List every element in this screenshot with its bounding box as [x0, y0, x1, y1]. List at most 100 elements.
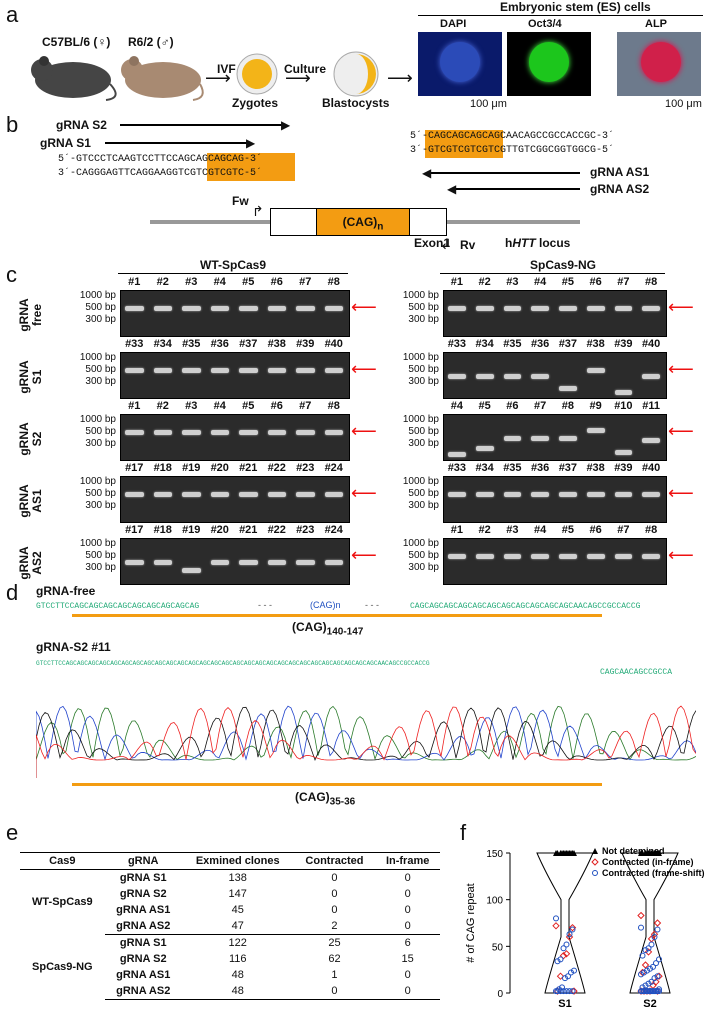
table-cell: 25 — [328, 937, 341, 949]
data-point — [563, 988, 570, 995]
lane-label: #11 — [642, 400, 660, 412]
table-cell: 0 — [375, 918, 440, 935]
lane-label: #4 — [213, 276, 226, 288]
data-point — [559, 850, 565, 856]
arrowhead-icon: ◀ — [447, 182, 457, 196]
size-marker: 300 bp — [85, 562, 116, 573]
gel-band — [475, 554, 494, 559]
seq-right-top: 5´-CAGCAGCAGCAGCAACAGCCGCCACCGC-3´ — [410, 131, 615, 142]
x-tick-label: S2 — [643, 998, 656, 1010]
gel-image — [443, 476, 667, 523]
data-point — [654, 926, 661, 933]
data-point — [645, 945, 652, 952]
blastocysts-label: Blastocysts — [322, 96, 390, 110]
d-free-repeat-label: (CAG) — [292, 620, 327, 634]
lane-label: #33 — [447, 338, 467, 350]
grna-as1-label: gRNA AS1 — [590, 165, 650, 179]
size-marker: 300 bp — [408, 376, 439, 387]
violin-shape — [536, 852, 594, 994]
gel-band — [503, 554, 522, 559]
dapi-label: DAPI — [440, 18, 467, 30]
table-cell: 0 — [331, 904, 338, 916]
y-tick-label: 0 — [497, 989, 503, 1000]
size-marker: 300 bp — [408, 562, 439, 573]
data-point — [644, 850, 650, 856]
table-cell: gRNA S2 — [119, 953, 167, 965]
gel-band — [324, 492, 343, 497]
data-point — [642, 947, 649, 954]
lane-label: #24 — [324, 524, 343, 536]
lane-label: #23 — [296, 524, 315, 536]
red-arrow-icon: ⟵ — [351, 545, 377, 565]
gel-band — [642, 492, 660, 497]
table-cell: 0 — [404, 904, 411, 916]
lane-label: #9 — [589, 400, 602, 412]
lane-label: #37 — [239, 338, 258, 350]
lane-label: #8 — [327, 400, 340, 412]
panel-label-a: a — [6, 2, 19, 27]
lane-label: #8 — [645, 276, 658, 288]
gel-band — [239, 368, 258, 373]
data-point — [653, 919, 662, 927]
es-title: Embryonic stem (ES) cells — [500, 0, 651, 14]
data-point — [656, 988, 662, 995]
size-marker: 500 bp — [85, 488, 116, 499]
size-marker: 1000 bp — [79, 352, 116, 363]
lane-label: #35 — [182, 338, 201, 350]
lane-label: #4 — [213, 400, 226, 412]
divider — [418, 15, 703, 16]
data-point — [647, 988, 653, 995]
table-header: Exmined clones — [181, 852, 294, 870]
lane-label: #4 — [450, 400, 463, 412]
cag-n: n — [377, 221, 384, 233]
lane-label: #36 — [210, 338, 229, 350]
gel-row-label: gRNA S2 — [17, 422, 44, 456]
red-arrow-icon: ⟵ — [668, 297, 694, 317]
data-point — [562, 950, 571, 958]
lane-label: #7 — [299, 400, 312, 412]
data-point — [648, 978, 655, 985]
d-seq-free-a: GTCCTTCCAGCAGCAGCAGCAGCAGCAGCAGCAG — [36, 602, 200, 611]
gel-band — [559, 306, 577, 311]
y-axis-label: # of CAG repeat — [465, 883, 477, 963]
lane-label: #6 — [270, 276, 283, 288]
d-s2-repeat-sub: 35-36 — [329, 796, 356, 808]
c-right-title: SpCas9-NG — [530, 258, 597, 272]
table-cell: 0 — [404, 872, 411, 884]
gel-band — [182, 492, 201, 497]
table-cell: gRNA AS2 — [104, 983, 182, 1000]
size-marker: 1000 bp — [79, 476, 116, 487]
size-marker: 300 bp — [408, 438, 439, 449]
size-marker: 500 bp — [85, 302, 116, 313]
gel-image — [443, 290, 667, 337]
gel-band — [324, 306, 343, 311]
red-arrow-icon: ⟵ — [351, 483, 377, 503]
gel-band — [448, 306, 466, 311]
lane-label: #2 — [478, 276, 491, 288]
gel-band — [448, 374, 466, 379]
table-cell: 0 — [331, 872, 338, 884]
cas9-cell: WT-SpCas9 — [32, 896, 93, 909]
chromatogram-trace — [36, 705, 696, 778]
red-arrow-icon: ⟵ — [668, 359, 694, 379]
lane-label: #7 — [617, 524, 630, 536]
lane-label: #18 — [153, 462, 172, 474]
data-point — [569, 926, 576, 933]
size-marker: 500 bp — [408, 364, 439, 375]
locus-gene: HTT — [512, 236, 536, 250]
d-s2-repeat: (CAG)35-36 — [295, 790, 355, 807]
cas9-cell: SpCas9-NG — [32, 961, 93, 973]
gel-band — [296, 560, 315, 565]
mouse2-label: R6/2 (♂) — [128, 35, 174, 49]
grna-as2-arrow — [455, 188, 580, 190]
data-point — [557, 988, 564, 995]
data-point — [639, 952, 646, 959]
d-free-repeat: (CAG)140-147 — [292, 620, 363, 637]
chromatogram-trace — [36, 706, 696, 778]
gel-band — [586, 492, 605, 497]
